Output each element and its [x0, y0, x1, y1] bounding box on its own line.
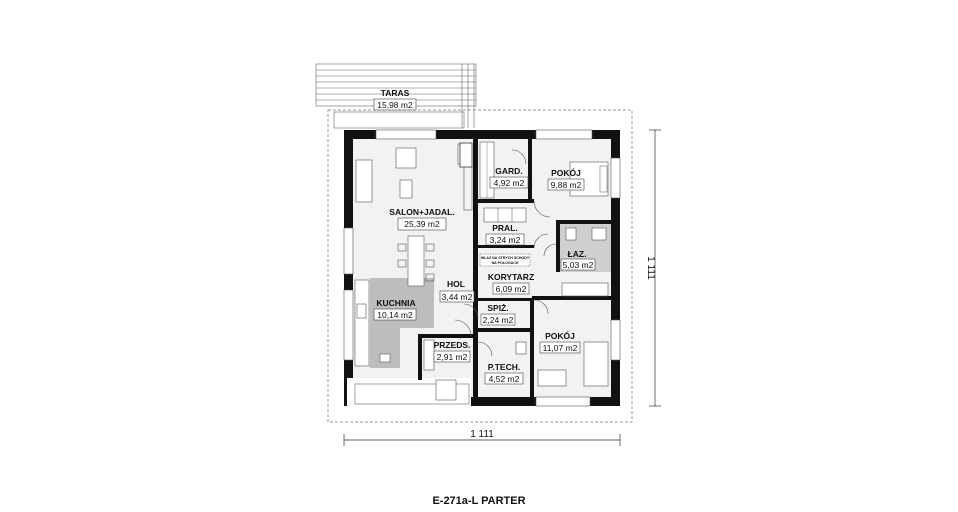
gard-name: GARD.	[495, 166, 522, 176]
ptech-area: 4,52 m2	[489, 374, 520, 384]
room-labels: TARAS 15,98 m2 SALON+JADAL. 25,39 m2 GAR…	[373, 88, 596, 385]
bed-2-icon	[583, 341, 609, 387]
sink-icon	[591, 227, 607, 241]
ptech-name: P.TECH.	[488, 362, 520, 372]
interior-walls	[418, 139, 611, 397]
spiz-area: 2,24 m2	[483, 315, 514, 325]
kitchen-counter	[354, 279, 370, 367]
hol-area: 3,44 m2	[442, 292, 473, 302]
kuchnia-area: 10,14 m2	[377, 310, 413, 320]
attic-hatch-line1: WŁAZ NA STRYCH SCHODY	[481, 256, 530, 260]
pokoj2-area: 11,07 m2	[543, 343, 578, 353]
kitchen-sink-icon	[356, 303, 367, 319]
taras-area-box	[373, 98, 417, 111]
przeds-area-box	[433, 350, 471, 363]
entrance-door-icon	[435, 379, 457, 401]
fireplace-icon	[459, 142, 473, 168]
boiler-icon	[515, 341, 527, 355]
bathtub-icon	[561, 282, 609, 297]
pokoj1-name: POKÓJ	[551, 167, 581, 178]
pokoj2-name: POKÓJ	[545, 330, 575, 341]
spiz-name: SPIŻ.	[487, 303, 508, 313]
pral-area: 3,24 m2	[490, 235, 521, 245]
pral-area-box	[485, 233, 525, 246]
salon-area-box	[397, 217, 447, 231]
kuchnia-name: KUCHNIA	[376, 298, 415, 308]
korytarz-name: KORYTARZ	[488, 272, 534, 282]
taras-area: 15,98 m2	[377, 100, 413, 110]
door-swings	[454, 149, 557, 357]
roof-outline	[327, 109, 633, 423]
pokoj1-area-box	[547, 178, 585, 191]
attic-hatch	[479, 253, 531, 267]
plan-caption: E-271a-L PARTER	[432, 495, 525, 507]
windows	[343, 129, 621, 407]
dimension-width: 1 111	[470, 429, 494, 440]
pral-name: PRAL.	[492, 223, 518, 233]
korytarz-area: 6,09 m2	[496, 284, 527, 294]
laz-area-box	[560, 258, 596, 271]
laz-name: ŁAZ.	[568, 249, 587, 259]
gard-area: 4,92 m2	[494, 178, 525, 188]
desk-icon	[537, 369, 567, 387]
przeds-name: PRZEDS.	[434, 340, 471, 350]
przeds-area: 2,91 m2	[437, 352, 468, 362]
spiz-area-box	[480, 313, 516, 326]
attic-hatch-line2: NA POŁOGACH	[492, 261, 519, 265]
kuchnia-area-box	[373, 308, 417, 321]
hol-area-box	[439, 290, 475, 303]
laundry-machine-icon	[483, 207, 527, 223]
pokoj1-area: 9,88 m2	[551, 180, 582, 190]
dimension-vertical	[649, 129, 661, 407]
kitchen-stool-icon	[379, 353, 391, 363]
hol-name: HOL	[447, 279, 465, 289]
laz-area: 5,03 m2	[563, 260, 594, 270]
dimension-depth: 1 111	[645, 256, 656, 280]
salon-name: SALON+JADAL.	[389, 207, 454, 217]
ptech-area-box	[484, 372, 524, 385]
dimension-horizontal	[343, 434, 621, 446]
korytarz-area-box	[492, 282, 530, 295]
closet-icon	[423, 339, 435, 371]
pokoj2-area-box	[539, 341, 581, 354]
toilet-icon	[565, 227, 577, 241]
salon-area: 25,39 m2	[404, 219, 440, 229]
terrace-pergola	[315, 63, 477, 129]
taras-name: TARAS	[381, 88, 410, 98]
gard-area-box	[489, 176, 529, 189]
